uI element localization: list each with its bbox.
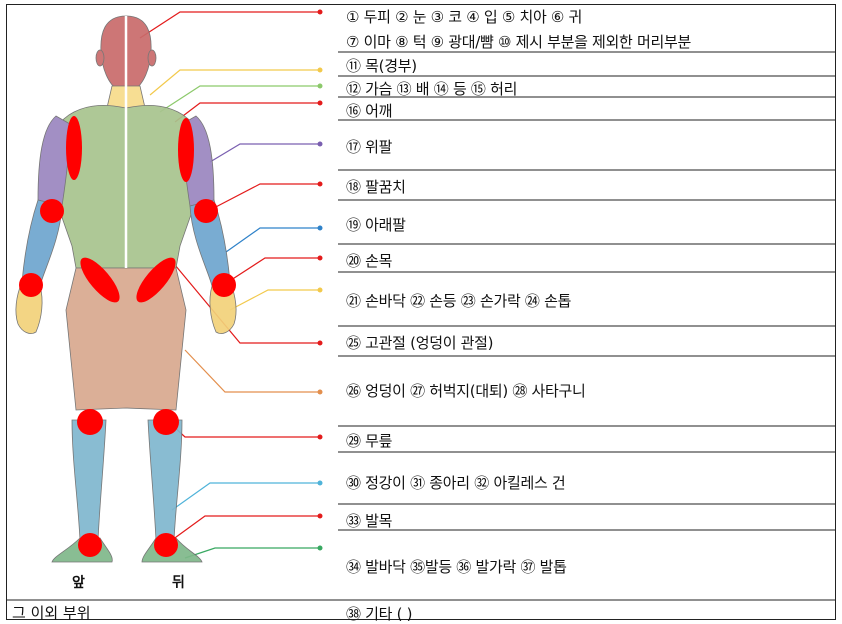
leader-shin: [172, 483, 320, 510]
leader-chest: [160, 86, 320, 112]
leader-dot-knee: [318, 435, 323, 440]
leader-dot-buttock: [318, 390, 323, 395]
leader-forearm: [226, 228, 320, 252]
ear-right: [148, 50, 156, 66]
marker-knee-left: [77, 409, 103, 435]
leader-dot-foot: [318, 546, 323, 551]
row-ankle: ㉝ 발목: [346, 510, 392, 531]
leader-dot-shoulder: [318, 101, 323, 106]
leader-dot-hand: [318, 288, 323, 293]
marker-wrist-left: [19, 273, 43, 297]
leader-dot-wrist: [318, 256, 323, 261]
leader-dot-hip: [318, 341, 323, 346]
shin-left: [72, 420, 106, 540]
row-hand: ㉑ 손바닥 ㉒ 손등 ㉓ 손가락 ㉔ 손톱: [346, 290, 571, 311]
leader-dot-elbow: [318, 182, 323, 187]
shin-right: [148, 420, 182, 540]
leader-foot: [185, 548, 320, 558]
row-neck: ⑪ 목(경부): [346, 55, 417, 76]
leader-dot-neck: [318, 68, 323, 73]
leader-upper-arm: [210, 144, 320, 162]
marker-elbow-left: [40, 199, 64, 223]
leader-hand: [230, 290, 320, 310]
marker-ankle-left: [78, 533, 102, 557]
row-head-parts: ① 두피 ② 눈 ③ 코 ④ 입 ⑤ 치아 ⑥ 귀: [346, 6, 582, 27]
front-label: 앞: [72, 572, 85, 592]
leader-dot-ankle: [318, 514, 323, 519]
leader-dot-upper-arm: [318, 142, 323, 147]
row-other: ㊳ 기타 ( ): [346, 603, 412, 624]
marker-shoulder-right: [178, 118, 194, 182]
row-upper-arm: ⑰ 위팔: [346, 136, 392, 157]
row-forearm: ⑲ 아래팔: [346, 214, 406, 235]
row-lower-leg: ㉚ 정강이 ㉛ 종아리 ㉜ 아킬레스 건: [346, 472, 565, 493]
ear-left: [96, 50, 104, 66]
leader-neck: [150, 70, 320, 95]
leader-knee: [172, 425, 320, 437]
other-part-label: 그 이외 부위: [12, 602, 91, 623]
marker-ankle-right: [154, 533, 178, 557]
leader-elbow: [210, 184, 320, 210]
leader-hip: [175, 265, 320, 343]
leader-dot-head: [318, 10, 323, 15]
marker-elbow-right: [194, 199, 218, 223]
marker-knee-right: [153, 409, 179, 435]
row-trunk: ⑫ 가슴 ⑬ 배 ⑭ 등 ⑮ 허리: [346, 78, 517, 99]
row-shoulder: ⑯ 어깨: [346, 100, 392, 121]
leader-dot-shin: [318, 481, 323, 486]
back-label: 뒤: [172, 572, 185, 592]
row-hip-joint: ㉕ 고관절 (엉덩이 관절): [346, 332, 493, 353]
leader-head: [140, 12, 320, 38]
marker-wrist-right: [212, 273, 236, 297]
marker-shoulder-left: [66, 116, 82, 180]
pelvis: [66, 268, 186, 410]
row-face-parts: ⑦ 이마 ⑧ 턱 ⑨ 광대/뺨 ⑩ 제시 부분을 제외한 머리부분: [346, 31, 691, 52]
row-wrist: ⑳ 손목: [346, 250, 392, 271]
leader-dot-chest: [318, 84, 323, 89]
row-buttock-thigh: ㉖ 엉덩이 ㉗ 허벅지(대퇴) ㉘ 사타구니: [346, 380, 586, 401]
leader-ankle: [172, 516, 320, 540]
row-elbow: ⑱ 팔꿈치: [346, 176, 406, 197]
leader-dot-forearm: [318, 226, 323, 231]
row-knee: ㉙ 무릎: [346, 430, 392, 451]
leader-wrist: [228, 258, 320, 282]
row-foot: ㉞ 발바닥 ㉟발등 ㊱ 발가락 ㊲ 발톱: [346, 556, 567, 577]
leader-buttock: [185, 350, 320, 392]
